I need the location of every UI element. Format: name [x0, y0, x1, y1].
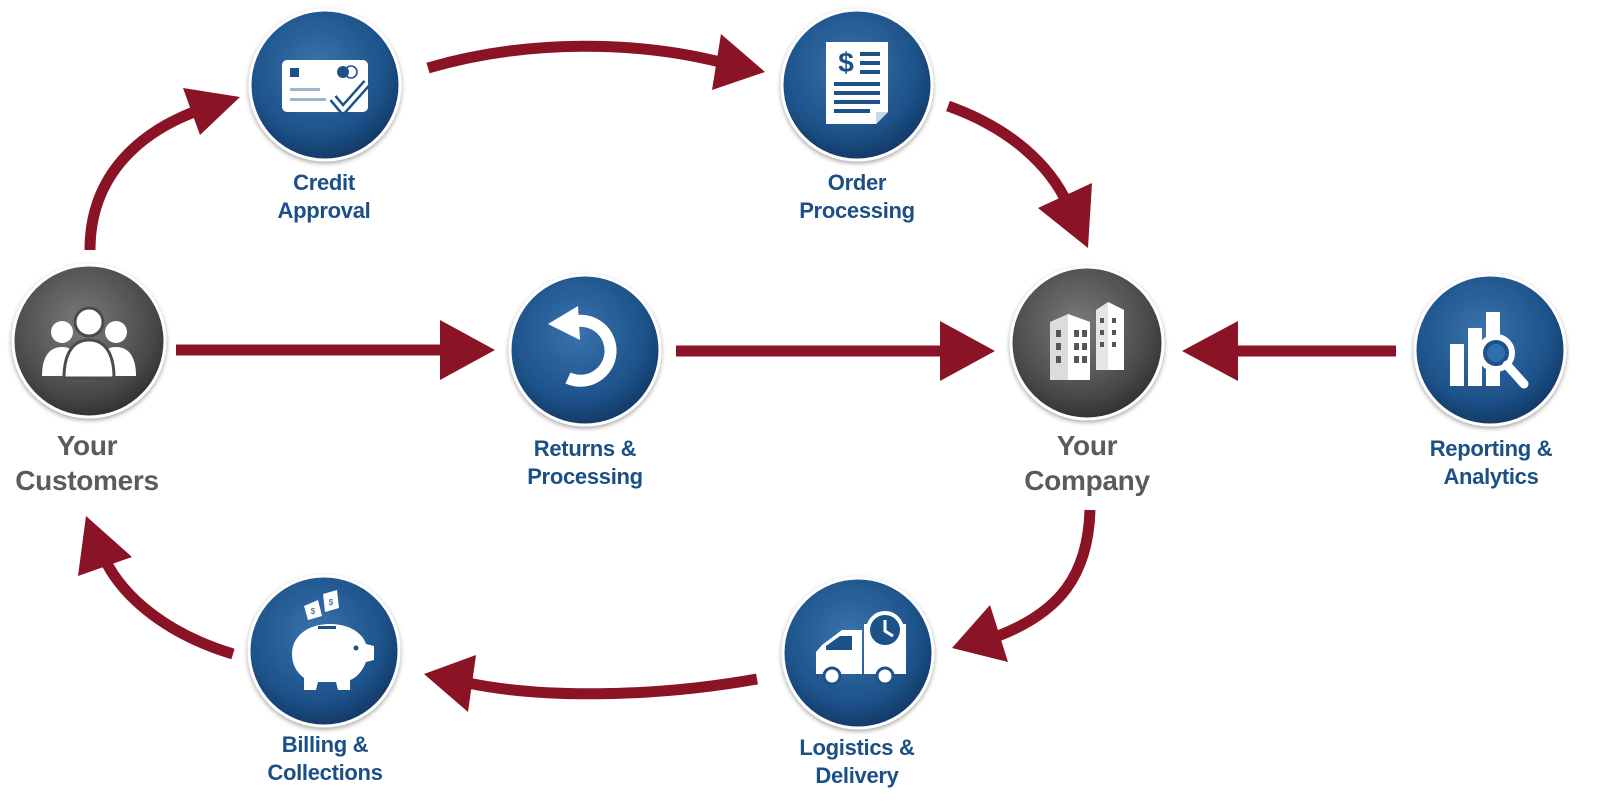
- arrow-company-to-logistics: [996, 509, 1096, 642]
- reporting-label-line1: Reporting &: [1430, 436, 1553, 461]
- arrow-order-to-company: [946, 100, 1074, 208]
- node-reporting-analytics[interactable]: Reporting & Analytics: [1413, 273, 1567, 489]
- node-your-customers[interactable]: Your Customers: [11, 263, 167, 496]
- reporting-label-line2: Analytics: [1443, 464, 1538, 489]
- credit-label-line1: Credit: [293, 170, 356, 195]
- returns-circle: [508, 273, 662, 427]
- logistics-label-line2: Delivery: [815, 763, 899, 788]
- buildings-icon: [1050, 302, 1124, 380]
- customers-label-line2: Customers: [15, 465, 159, 496]
- piggy-bank-icon: $ $: [292, 590, 374, 690]
- credit-label-line2: Approval: [278, 198, 371, 223]
- logistics-label-line1: Logistics &: [799, 735, 915, 760]
- arrows: [78, 34, 1396, 712]
- order-label-line1: Order: [828, 170, 887, 195]
- node-returns-processing[interactable]: Returns & Processing: [508, 273, 662, 489]
- arrowhead-returns-to-company: [940, 321, 995, 381]
- people-icon: [42, 306, 136, 380]
- node-your-company[interactable]: Your Company: [1009, 265, 1165, 496]
- svg-text:$: $: [311, 607, 316, 616]
- svg-text:$: $: [329, 598, 334, 607]
- arrowhead-credit-to-order: [712, 34, 765, 90]
- billing-label-line2: Collections: [267, 760, 382, 785]
- billing-label-line1: Billing &: [282, 732, 369, 757]
- node-billing-collections[interactable]: $ $ Billing & Collections: [247, 574, 401, 785]
- company-label-line1: Your: [1057, 430, 1118, 461]
- arrow-customers-to-credit: [84, 102, 207, 251]
- arrowhead-logistics-to-billing: [424, 655, 476, 712]
- arrowhead-billing-to-customers: [78, 516, 132, 576]
- svg-text:$: $: [838, 47, 854, 78]
- arrow-credit-to-order: [426, 40, 722, 74]
- company-label-line2: Company: [1024, 465, 1150, 496]
- returns-label-line2: Processing: [527, 464, 643, 489]
- arrowhead-reporting-to-company: [1182, 321, 1238, 381]
- invoice-dollar-icon: $: [826, 42, 888, 124]
- arrow-logistics-to-billing: [466, 673, 758, 700]
- return-arrow-icon: [548, 306, 617, 387]
- arrow-billing-to-customers: [100, 557, 235, 660]
- delivery-truck-clock-icon: [816, 611, 906, 686]
- order-label-line2: Processing: [799, 198, 915, 223]
- arrowhead-customers-to-returns: [440, 320, 495, 380]
- returns-label-line1: Returns &: [534, 436, 637, 461]
- customers-label-line1: Your: [57, 430, 118, 461]
- credit-card-check-icon: [282, 60, 371, 115]
- arrowhead-customers-to-credit: [183, 88, 240, 135]
- chart-magnifier-icon: [1450, 312, 1529, 389]
- node-order-processing[interactable]: $ Order Processing: [780, 8, 934, 223]
- node-credit-approval[interactable]: Credit Approval: [248, 8, 402, 223]
- node-logistics-delivery[interactable]: Logistics & Delivery: [781, 576, 935, 788]
- arrowhead-company-to-logistics: [952, 605, 1008, 662]
- arrowhead-order-to-company: [1038, 183, 1092, 248]
